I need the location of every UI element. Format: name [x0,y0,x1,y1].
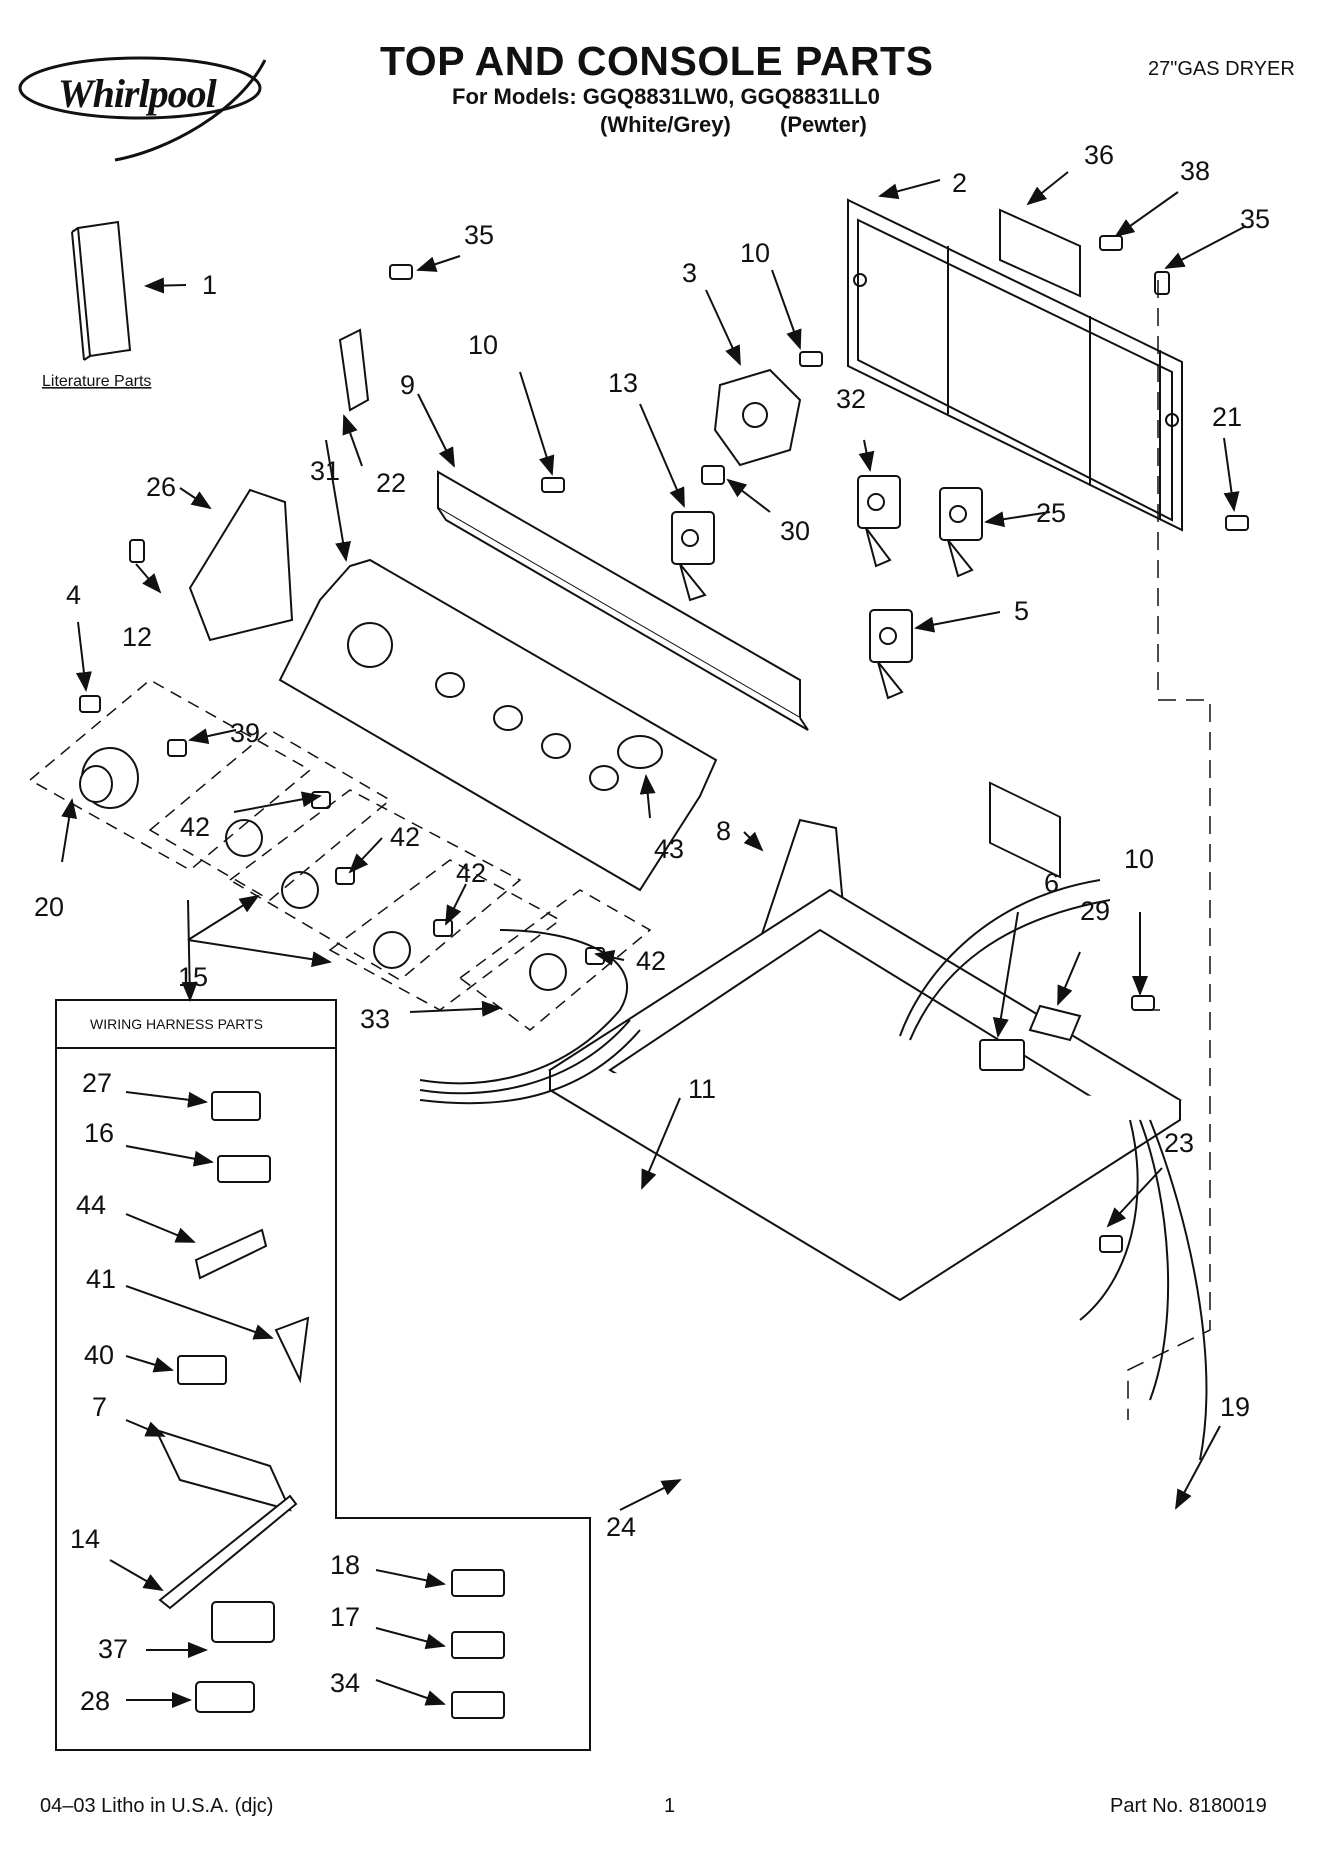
callout-17: 17 [330,1602,360,1632]
callout-40: 40 [84,1340,114,1370]
callout-44: 44 [76,1190,106,1220]
footer-litho: 04–03 Litho in U.S.A. (djc) [40,1795,274,1817]
callout-21: 21 [1212,402,1242,432]
callout-13: 13 [608,368,638,398]
callout-28: 28 [80,1686,110,1716]
footer-part-number: Part No. 8180019 [1110,1795,1267,1817]
wiring-harness-title: WIRING HARNESS PARTS [90,1016,263,1032]
callout-37: 37 [98,1634,128,1664]
wire-harnesses [419,879,1208,1461]
callout-42b: 42 [390,822,420,852]
callout-33: 33 [360,1004,390,1034]
callout-5: 5 [1014,596,1029,626]
callout-20: 20 [34,892,64,922]
variant-white-grey: (White/Grey) [600,112,731,137]
callout-42c: 42 [456,858,486,888]
callout-23: 23 [1164,1128,1194,1158]
callout-6: 6 [1044,868,1059,898]
bracket-22 [338,328,370,412]
screws [79,235,1249,1011]
footer-page-number: 1 [664,1795,676,1817]
callout-39: 39 [230,718,260,748]
connector-parts [154,1091,505,1719]
page-title: TOP AND CONSOLE PARTS [380,38,934,84]
callout-42a: 42 [180,812,210,842]
knob-group-frames [28,679,652,1031]
callout-3: 3 [682,258,697,288]
callout-16: 16 [84,1118,114,1148]
leader-lines [61,171,1247,1708]
callout-10c: 10 [1124,844,1154,874]
plate-36 [999,208,1081,298]
insert-30 [701,465,725,485]
callout-29: 29 [1080,896,1110,926]
callout-35b: 35 [1240,204,1270,234]
console-panel-31 [278,558,718,892]
callout-25: 25 [1036,498,1066,528]
callout-34: 34 [330,1668,360,1698]
callout-22: 22 [376,468,406,498]
callout-36: 36 [1084,140,1114,170]
dryer-top-24 [548,888,1182,1302]
callout-24: 24 [606,1512,636,1542]
callout-11: 11 [688,1074,716,1104]
callout-8: 8 [716,816,731,846]
callout-43: 43 [654,834,684,864]
console-back-panel [847,198,1183,879]
callout-10b: 10 [468,330,498,360]
callout-18: 18 [330,1550,360,1580]
callout-4: 4 [66,580,81,610]
literature-parts-label: Literature Parts [42,373,151,390]
model-subtitle: For Models: GGQ8831LW0, GGQ8831LL0 [452,84,880,109]
callout-15: 15 [178,962,208,992]
callout-14: 14 [70,1524,100,1554]
callout-10a: 10 [740,238,770,268]
wiring-harness-box [55,999,591,1751]
callout-27: 27 [82,1068,112,1098]
callout-41: 41 [86,1264,116,1294]
guide-lines [1127,280,1211,1420]
callout-26: 26 [146,472,176,502]
timer-3 [713,368,802,467]
callout-7: 7 [92,1392,107,1422]
callout-9: 9 [400,370,415,400]
small-parts [979,1004,1123,1253]
callout-31: 31 [310,456,340,486]
callout-2: 2 [952,168,967,198]
callout-32: 32 [836,384,866,414]
callout-30: 30 [780,516,810,546]
switches [671,475,983,700]
callout-12: 12 [122,622,152,652]
literature-part [71,220,132,361]
callout-42d: 42 [636,946,666,976]
callout-1: 1 [202,270,217,300]
callout-35a: 35 [464,220,494,250]
whirlpool-logo: Whirlpool [58,71,217,116]
control-bracket-9 [437,470,809,731]
callout-38: 38 [1180,156,1210,186]
logo-swoosh [18,56,267,162]
variant-pewter: (Pewter) [780,112,867,137]
product-type: 27"GAS DRYER [1148,58,1295,80]
callout-19: 19 [1220,1392,1250,1422]
